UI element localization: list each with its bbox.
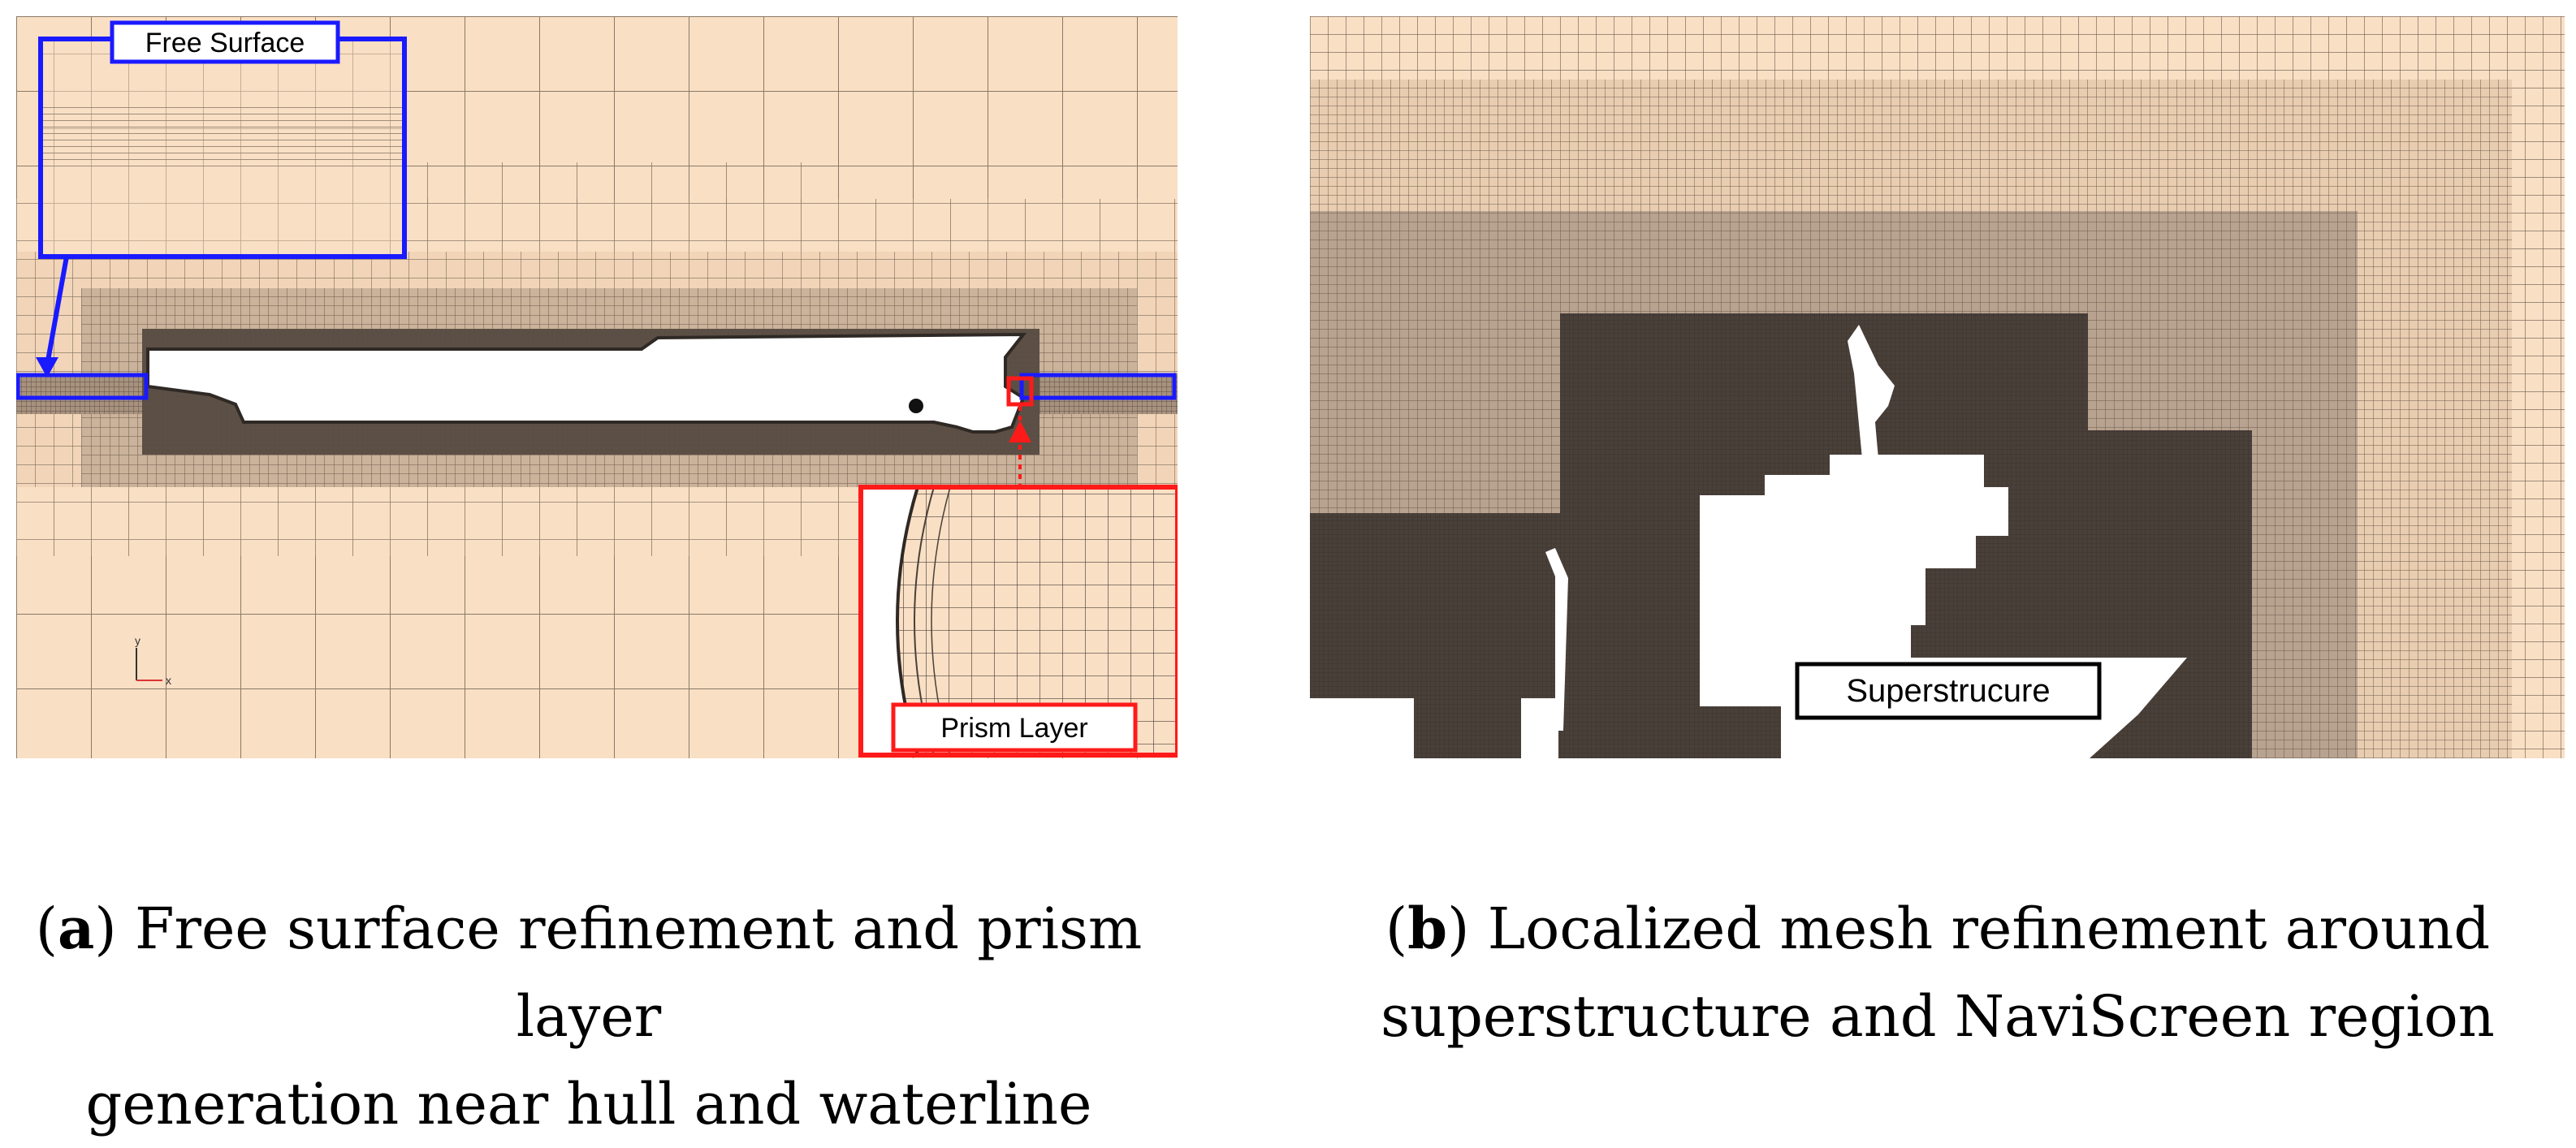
prism-layer-label: Prism Layer <box>940 713 1087 744</box>
caption-b: (b) Localized mesh refinement around sup… <box>1381 895 2495 1050</box>
prism-layer-source-marker <box>1006 376 1034 407</box>
caption-a: (a) Free surface refinement and prism la… <box>35 895 1143 1137</box>
axis-x-label: x <box>166 674 171 687</box>
panel-b-canvas: Superstrucure <box>1310 16 2565 758</box>
caption-b-line1: Localized mesh refinement around <box>1469 896 2491 962</box>
panel-a-mesh-view: Free Surface Prism Layer y x <box>16 16 1178 758</box>
caption-a-line2: generation near hull and waterline <box>85 1071 1092 1137</box>
superstructure-label: Superstrucure <box>1846 673 2050 709</box>
propeller-hub <box>909 399 923 413</box>
free-surface-left-marker <box>16 373 149 400</box>
superstructure-callout: Superstrucure <box>1795 662 2102 720</box>
panel-a-canvas: Free Surface Prism Layer y x <box>16 16 1178 758</box>
caption-a-line1: Free surface refinement and prism layer <box>116 896 1143 1050</box>
free-surface-callout: Free Surface <box>36 20 407 378</box>
strut-shape <box>1545 548 1568 731</box>
caption-a-letter: a <box>58 895 95 962</box>
caption-b-line2: superstructure and NaviScreen region <box>1381 983 2495 1050</box>
axis-triad: y x <box>135 634 171 687</box>
hull-shape <box>146 332 1027 434</box>
free-surface-right-marker <box>1019 373 1177 400</box>
prism-layer-callout: Prism Layer <box>858 376 1178 757</box>
caption-b-letter: b <box>1407 895 1448 962</box>
free-surface-label: Free Surface <box>145 28 305 58</box>
axis-y-label: y <box>135 634 140 647</box>
mast-shape <box>1848 325 1895 459</box>
panel-b-mesh-view: Superstrucure <box>1310 16 2565 758</box>
